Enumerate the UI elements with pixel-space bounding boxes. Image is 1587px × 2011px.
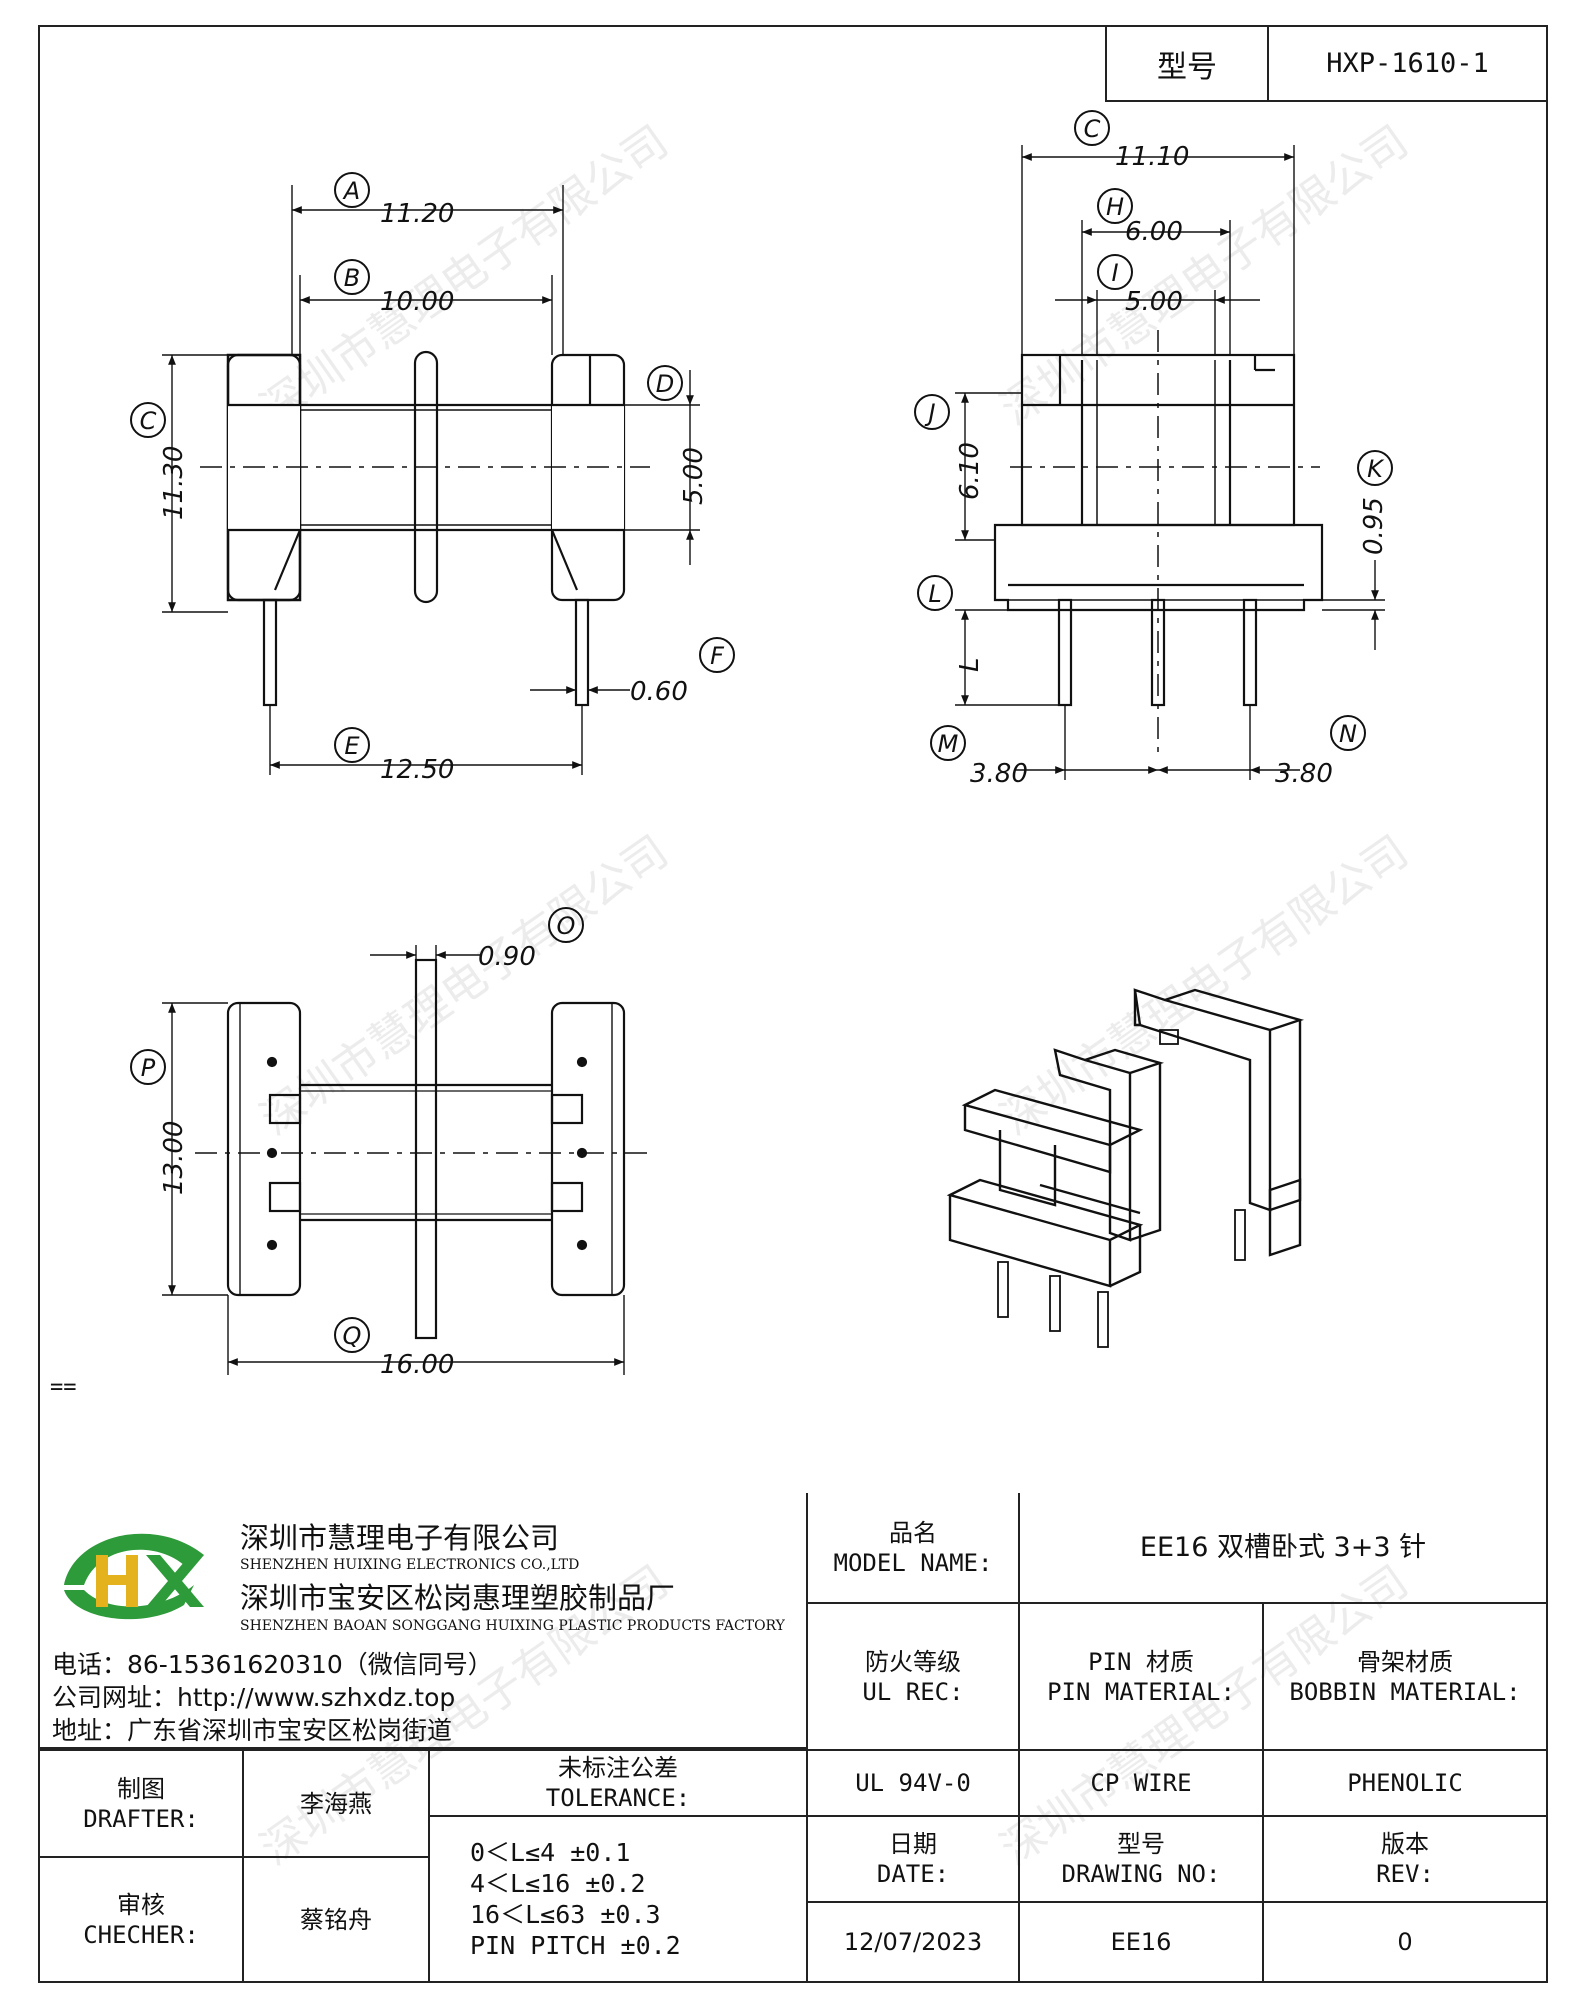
company-name-en: SHENZHEN HUIXING ELECTRONICS CO.,LTD (240, 1557, 580, 1573)
date-cn: 日期 (889, 1830, 937, 1858)
drawing-no-en: DRAWING NO: (1061, 1860, 1221, 1888)
model-name-value: EE16 双槽卧式 3+3 针 (1018, 1493, 1548, 1604)
bobbin-value: PHENOLIC (1262, 1749, 1548, 1817)
model-number-box: 型号 HXP-1610-1 (1105, 25, 1548, 102)
drawing-no-label: 型号 DRAWING NO: (1018, 1815, 1264, 1903)
side-view (955, 145, 1385, 780)
factory-name-cn: 深圳市宝安区松岗惠理塑胶制品厂 (240, 1581, 676, 1615)
model-label: 型号 (1107, 27, 1269, 100)
drafter-name: 李海燕 (242, 1749, 430, 1858)
model-value: HXP-1610-1 (1326, 48, 1489, 79)
technical-drawing (162, 145, 1385, 1375)
front-view (162, 185, 700, 775)
equals-mark: == (50, 1375, 77, 1400)
rev-value: 0 (1262, 1901, 1548, 1983)
company-address: 地址：广东省深圳市宝安区松岗街道 (52, 1716, 453, 1745)
tolerance-row: 4＜L≤16 ±0.2 (470, 1868, 646, 1898)
tolerance-label: 未标注公差 TOLERANCE: (428, 1749, 808, 1817)
rev-cn: 版本 (1381, 1830, 1429, 1858)
checker-name: 蔡铭舟 (242, 1856, 430, 1983)
pin-material-en: PIN MATERIAL: (1047, 1677, 1235, 1706)
tolerance-cn: 未标注公差 (558, 1754, 678, 1782)
rev-en: REV: (1376, 1860, 1434, 1888)
checker-label: 审核 CHECHER: (38, 1856, 244, 1983)
bobbin-material-cn: 骨架材质 (1357, 1647, 1453, 1676)
date-en: DATE: (876, 1860, 950, 1888)
model-name-cn: 品名 (889, 1518, 937, 1547)
title-block: 深圳市慧理电子有限公司 SHENZHEN HUIXING ELECTRONICS… (38, 1493, 1548, 1983)
pin-material-cn: PIN 材质 (1088, 1647, 1194, 1676)
company-name-cn: 深圳市慧理电子有限公司 (240, 1521, 560, 1555)
pin-material-label: PIN 材质 PIN MATERIAL: (1018, 1602, 1264, 1751)
tolerance-row: 16＜L≤63 ±0.3 (470, 1900, 661, 1929)
company-logo-icon (64, 1533, 204, 1620)
date-label: 日期 DATE: (806, 1815, 1020, 1903)
factory-name-en: SHENZHEN BAOAN SONGGANG HUIXING PLASTIC … (240, 1618, 785, 1634)
pin-value: CP WIRE (1018, 1749, 1264, 1817)
drawing-no-value: EE16 (1018, 1901, 1264, 1983)
model-name-en: MODEL NAME: (833, 1548, 993, 1577)
rev-label: 版本 REV: (1262, 1815, 1548, 1903)
ul-rec-en: UL REC: (862, 1677, 964, 1706)
tolerance-en: TOLERANCE: (545, 1784, 691, 1812)
date-value: 12/07/2023 (806, 1901, 1020, 1983)
tolerance-row: 0＜L≤4 ±0.1 (470, 1837, 631, 1867)
bobbin-material-label: 骨架材质 BOBBIN MATERIAL: (1262, 1602, 1548, 1751)
drafter-label: 制图 DRAFTER: (38, 1749, 244, 1858)
ul-rec-label: 防火等级 UL REC: (806, 1602, 1020, 1751)
ul-value: UL 94V-0 (806, 1749, 1020, 1817)
model-name-label: 品名 MODEL NAME: (806, 1493, 1020, 1604)
checker-cn: 审核 (117, 1890, 165, 1919)
bottom-view (162, 945, 650, 1375)
isometric-view (946, 988, 1305, 1348)
tolerance-row: PIN PITCH ±0.2 (470, 1931, 681, 1961)
company-phone: 电话：86-15361620310（微信同号） (52, 1650, 493, 1679)
checker-en: CHECHER: (83, 1920, 199, 1949)
tolerance-list: 0＜L≤4 ±0.1 4＜L≤16 ±0.2 16＜L≤63 ±0.3 PIN … (428, 1815, 808, 1983)
drawing-no-cn: 型号 (1117, 1830, 1165, 1858)
drafter-cn: 制图 (117, 1774, 165, 1803)
bobbin-material-en: BOBBIN MATERIAL: (1289, 1677, 1521, 1706)
drafter-en: DRAFTER: (83, 1804, 199, 1833)
ul-rec-cn: 防火等级 (865, 1647, 961, 1676)
company-website: 公司网址：http://www.szhxdz.top (52, 1683, 456, 1712)
company-info: 深圳市慧理电子有限公司 SHENZHEN HUIXING ELECTRONICS… (38, 1493, 808, 1749)
